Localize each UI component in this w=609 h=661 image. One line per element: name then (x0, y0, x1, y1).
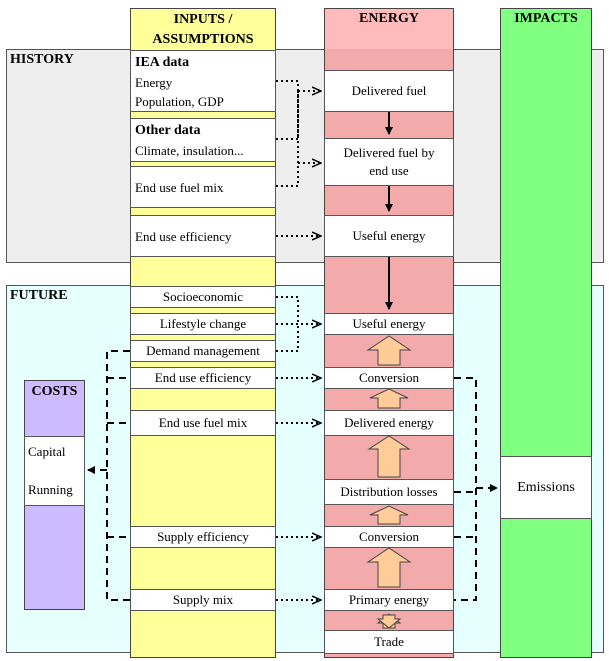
iea-data-title: IEA data (135, 55, 190, 70)
emissions-dashed-connectors (454, 377, 498, 601)
costs-box: Capital Running (24, 436, 85, 506)
trade-arrow-down (376, 614, 402, 629)
delivered-energy-box: Delivered energy (324, 410, 454, 436)
supply-efficiency-box: Supply efficiency (130, 526, 276, 548)
other-connector (276, 91, 299, 140)
future-label: FUTURE (10, 288, 68, 303)
lifestyle-change-box: Lifestyle change (130, 313, 276, 335)
distribution-losses-box: Distribution losses (324, 479, 454, 505)
delivered-by-end-use-box: Delivered fuel by end use (324, 138, 454, 186)
emissions-trunk (454, 377, 477, 601)
iea-data-energy: Energy (135, 75, 173, 90)
impacts-column (500, 8, 592, 658)
future-end-use-fuel-mix-box: End use fuel mix (130, 410, 276, 436)
block-arrows (366, 335, 412, 629)
future-useful-energy-box: Useful energy (324, 313, 454, 335)
history-fuel-mix-label: End use fuel mix (135, 179, 224, 195)
iea-data-box: IEA data Energy Population, GDP (130, 50, 276, 112)
history-label: HISTORY (10, 52, 74, 67)
supply-mix-box: Supply mix (130, 589, 276, 611)
inputs-header: INPUTS / ASSUMPTIONS (152, 12, 254, 47)
costs-dashed-connectors (87, 350, 130, 601)
other-data-line: Climate, insulation... (135, 143, 244, 158)
emissions-box: Emissions (500, 456, 592, 519)
energy-header: ENERGY (359, 11, 419, 26)
other-data-box: Other data Climate, insulation... (130, 118, 276, 162)
impacts-header: IMPACTS (514, 11, 578, 26)
history-efficiency-box: End use efficiency (130, 215, 276, 257)
iea-connector (276, 80, 299, 91)
socioeconomic-box: Socioeconomic (130, 286, 276, 308)
delivered-fuel-box: Delivered fuel (324, 70, 454, 112)
energy-header-band (325, 9, 453, 49)
capital-label: Capital (28, 444, 66, 459)
primary-energy-box: Primary energy (324, 589, 454, 611)
history-useful-energy-box: Useful energy (324, 215, 454, 257)
conversion-2-box: Conversion (324, 526, 454, 548)
future-dotted-connectors (276, 296, 321, 600)
future-end-use-efficiency-box: End use efficiency (130, 367, 276, 389)
history-fuel-mix-box: End use fuel mix (130, 166, 276, 208)
costs-title: COSTS (31, 384, 78, 399)
demand-connector (276, 324, 299, 352)
trade-box: Trade (324, 630, 454, 654)
conversion-1-box: Conversion (324, 367, 454, 389)
running-label: Running (28, 482, 73, 497)
costs-trunk (106, 350, 130, 601)
socio-connector (276, 296, 299, 324)
iea-data-population-gdp: Population, GDP (135, 94, 224, 109)
fuel-mix-connector (276, 91, 299, 187)
history-dotted-connectors (276, 80, 321, 236)
other-data-title: Other data (135, 123, 201, 138)
history-efficiency-label: End use efficiency (135, 228, 232, 244)
demand-management-box: Demand management (130, 340, 276, 362)
